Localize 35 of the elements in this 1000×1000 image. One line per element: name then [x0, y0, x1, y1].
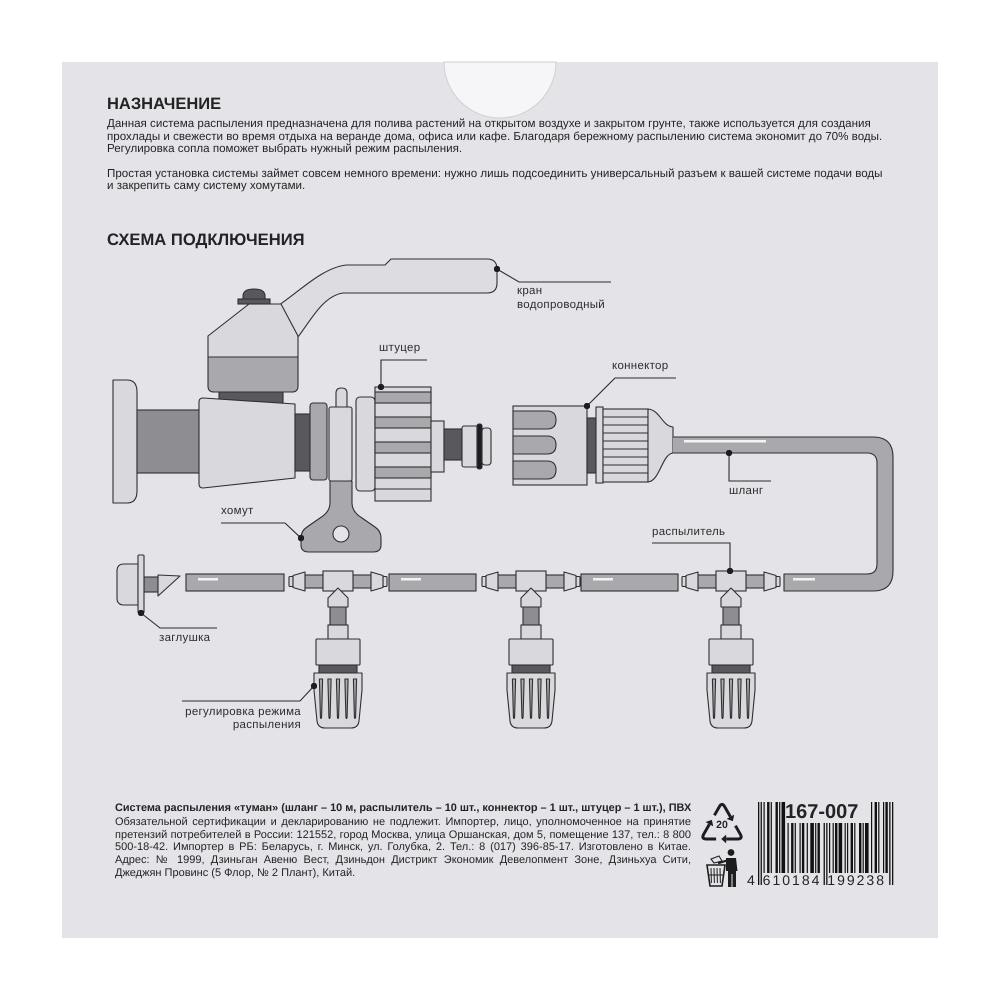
sprayer: [481, 570, 581, 729]
part-label: распылитель: [652, 524, 732, 543]
spray-nozzle: [313, 672, 363, 729]
leader-line: [378, 359, 427, 390]
part-label: заглушка: [159, 628, 217, 645]
tap-handle: [278, 258, 498, 338]
leader-line: [584, 377, 676, 410]
part-label: хомут: [221, 505, 261, 523]
leader-line: [494, 266, 611, 283]
pipe-clamp: [300, 387, 382, 553]
part-label: регулировка режима распыления: [182, 701, 301, 731]
garden-hose: [673, 436, 865, 454]
description-paragraph: Данная система распыления предназначена для полива растений на открытом воздухе и закрытом грунте, также используется для создания прохлады и свежести во время отдыха на веранде дома, офиса или кафе. Благодаря бережному распылению система экономит до 70% воды. Регулировка сопла поможет выбрать нужный режим распыления.: [107, 118, 884, 156]
hose-fitting: [355, 386, 492, 502]
part-label: кран водопроводный: [517, 282, 611, 312]
recycling-code: 20: [715, 819, 729, 832]
section-heading: СХЕМА ПОДКЛЮЧЕНИЯ: [107, 230, 305, 249]
leader-line: [726, 450, 771, 482]
barcode-number: 4 610184 199238: [747, 872, 887, 888]
hose-connector: [512, 405, 674, 486]
description-paragraph: Простая установка системы займет совсем немного времени: нужно лишь подсоединить универсальный разъем к вашей системе подачи воды и закрепить саму систему хомутами.: [107, 168, 884, 193]
article-number: 167-007: [785, 801, 860, 823]
sprayer-tee: [288, 570, 388, 674]
legal-info-text: Обязательной сертификации и декларированию не подлежит. Импортер, лицо, уполномоченное на принятие претензий потребителей в России: 121552, город Москва, улица Оршанская, дом 5, помещение 137, тел.: 8 800 500-18-42. Импортер в РБ: Беларусь, г. Минск, ул. Голубка, 2. Тел.: 8 (017) 396-85-17. Изготовлено в Китае. Адрес: № 1999, Дзиньган Авеню Вест, Дзиньдон Дистрикт Экономик Девелопмент Зоне, Дзиньхуа Сити, Джеджян Провинс (5 Флор, № 2 Плант), Китай.: [115, 816, 691, 880]
leader-line: [652, 542, 734, 574]
leader-line: [182, 682, 318, 702]
section-heading: НАЗНАЧЕНИЕ: [107, 95, 222, 114]
part-label: коннектор: [612, 360, 676, 378]
leader-line: [138, 610, 217, 629]
part-label: штуцер: [379, 342, 427, 360]
leader-line: [221, 522, 304, 542]
part-label: шланг: [729, 481, 771, 498]
product-description: Система распыления «туман» (шланг – 10 м, распылитель – 10 шт., коннектор – 1 шт., штуцер – 1 шт.), ПВХ: [115, 802, 692, 815]
sprayer: [681, 570, 781, 729]
end-plug: [116, 554, 181, 614]
